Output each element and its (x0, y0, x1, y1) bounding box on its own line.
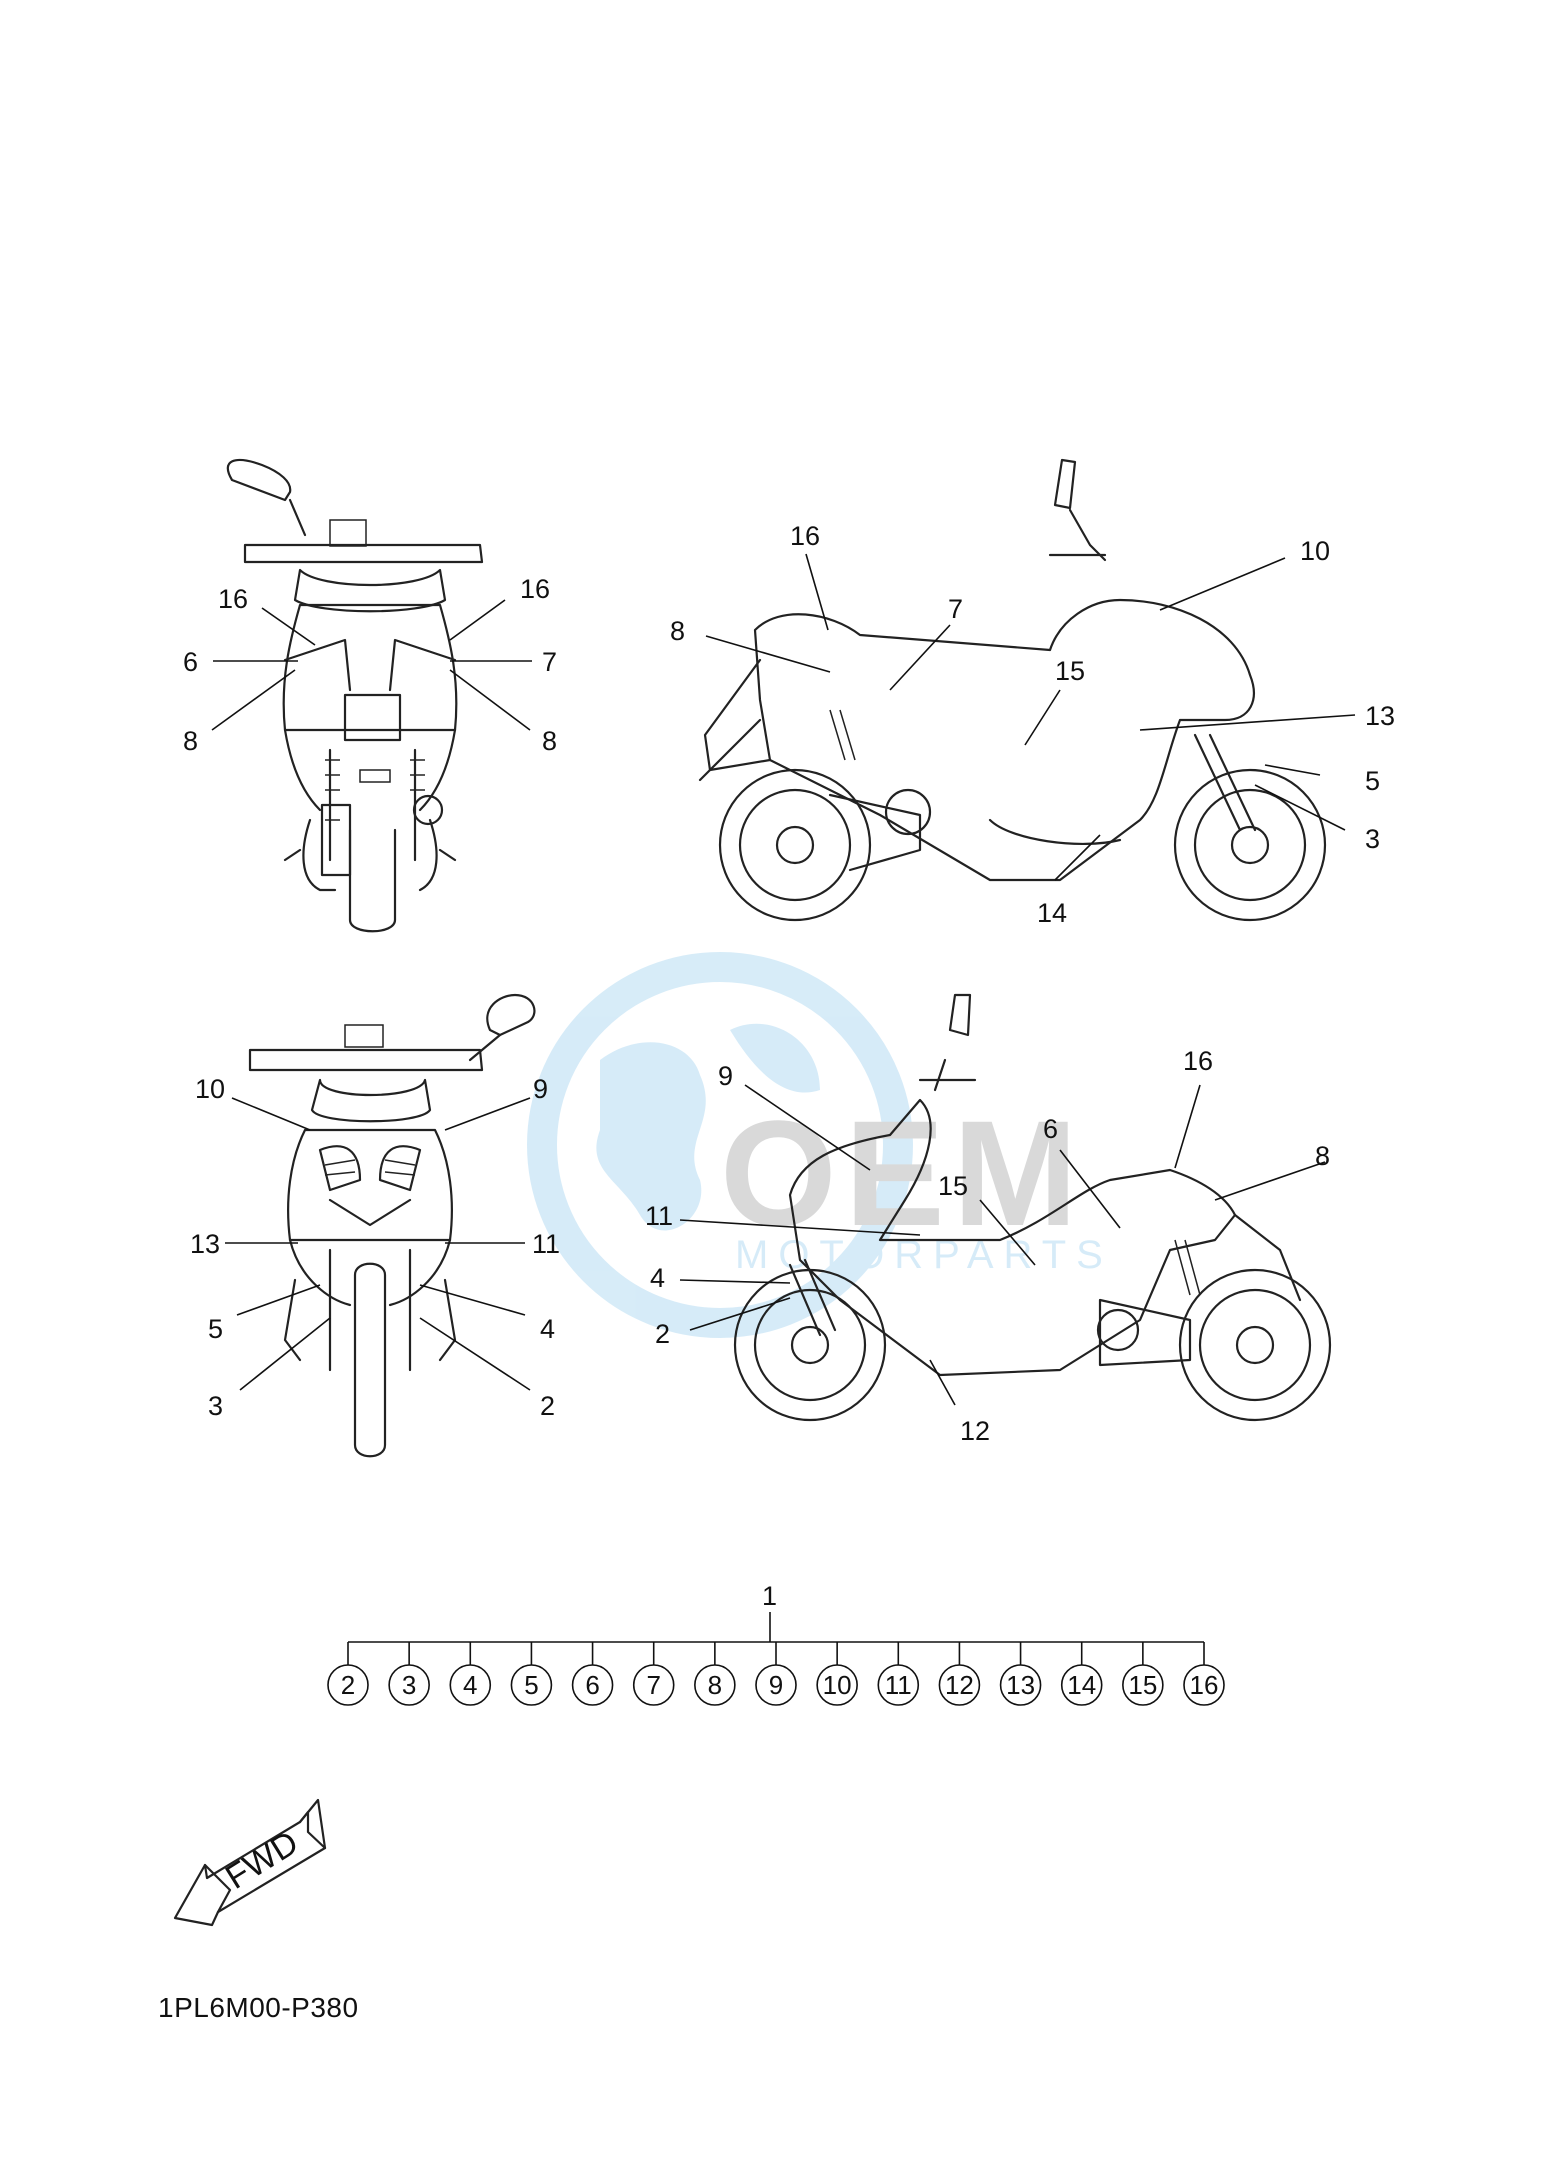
assembly-child-bubble (510, 1664, 553, 1706)
callout-label: 8 (542, 726, 557, 756)
callout-label: 11 (532, 1229, 560, 1259)
callout-label: 9 (533, 1074, 548, 1104)
watermark-oem: OEM (720, 1089, 1086, 1257)
assembly-child-bubble (877, 1664, 920, 1706)
watermark-globe (527, 952, 913, 1338)
callout-label: 15 (938, 1171, 968, 1201)
assembly-child-bubble (1060, 1664, 1103, 1706)
callout-label: 13 (1365, 701, 1395, 731)
assembly-child-bubble (694, 1664, 736, 1706)
callout-label: 2 (655, 1319, 670, 1349)
assembly-child-label: 12 (945, 1670, 974, 1700)
callout-label: 7 (542, 647, 557, 677)
callout-label: 16 (790, 521, 820, 551)
callout-label: 10 (195, 1074, 225, 1104)
front-view-scooter (248, 993, 536, 1458)
callout-label: 16 (520, 574, 550, 604)
assembly-child-label: 6 (585, 1670, 599, 1700)
callout-label: 16 (1183, 1046, 1213, 1076)
assembly-child-label: 2 (341, 1670, 355, 1700)
leader-lines (211, 553, 1356, 1406)
callout-label: 12 (960, 1416, 990, 1446)
assembly-child-label: 4 (463, 1670, 477, 1700)
callout-label: 14 (1037, 898, 1067, 928)
assembly-child-bubble (755, 1664, 797, 1706)
assembly-child-label: 5 (524, 1670, 538, 1700)
callout-label: 2 (540, 1391, 555, 1421)
callout-label: 7 (948, 594, 963, 624)
assembly-child-bubble (632, 1664, 675, 1706)
assembly-child-bubble (1183, 1664, 1225, 1706)
watermark-continents (596, 1023, 820, 1231)
assembly-child-bubble (938, 1664, 981, 1706)
assembly-child-label: 16 (1190, 1670, 1219, 1700)
callout-label: 6 (183, 647, 198, 677)
fwd-arrow: FWD (173, 1798, 327, 1927)
callout-label: 5 (208, 1314, 223, 1344)
assembly-child-label: 10 (823, 1670, 852, 1700)
callout-label: 13 (190, 1229, 220, 1259)
callout-label: 8 (1315, 1141, 1330, 1171)
callout-label: 15 (1055, 656, 1085, 686)
diagram-code: 1PL6M00-P380 (158, 1992, 359, 2023)
callout-label: 10 (1300, 536, 1330, 566)
assembly-children: 2 3 4 5 6 7 8 9 10 11 12 13 14 15 16 (327, 1642, 1225, 1706)
callout-label: 16 (218, 584, 248, 614)
callout-label: 8 (183, 726, 198, 756)
callout-label: 3 (208, 1391, 223, 1421)
assembly-child-bubble (571, 1664, 614, 1706)
callout-label: 6 (1043, 1114, 1058, 1144)
assembly-child-bubble (816, 1664, 858, 1706)
watermark: OEM MOTORPARTS (527, 952, 1103, 1338)
callout-label: 11 (645, 1201, 673, 1231)
callout-label: 4 (650, 1263, 665, 1293)
front-view-labels: 10 9 13 11 5 4 3 2 (190, 1074, 560, 1421)
side-right-labels: 16 7 8 15 10 13 5 3 14 (670, 521, 1395, 928)
rear-view-labels: 16 6 8 16 7 8 (183, 574, 557, 756)
side-left-labels: 9 11 4 2 16 6 8 15 12 (645, 1046, 1330, 1446)
assembly-child-bubble (388, 1664, 430, 1706)
rear-view-scooter (226, 458, 484, 933)
assembly-child-label: 7 (646, 1670, 660, 1700)
assembly-parent-label: 1 (762, 1581, 777, 1611)
assembly-child-label: 14 (1067, 1670, 1096, 1700)
callout-label: 4 (540, 1314, 555, 1344)
side-right-scooter (698, 458, 1327, 922)
assembly-child-label: 3 (402, 1670, 416, 1700)
callout-label: 3 (1365, 824, 1380, 854)
callout-label: 8 (670, 616, 685, 646)
assembly-child-label: 13 (1006, 1670, 1035, 1700)
callout-label: 9 (718, 1061, 733, 1091)
assembly-child-label: 9 (769, 1670, 783, 1700)
callout-label: 5 (1365, 766, 1380, 796)
assembly-child-label: 11 (885, 1670, 912, 1700)
side-left-scooter (733, 993, 1332, 1422)
assembly-child-label: 8 (708, 1670, 722, 1700)
assembly-child-bubble (449, 1664, 492, 1706)
assembly-child-bubble (1122, 1664, 1164, 1706)
assembly-child-bubble (999, 1664, 1042, 1706)
assembly-child-label: 15 (1128, 1670, 1157, 1700)
assembly-child-bubble (327, 1664, 369, 1706)
assembly-tree: 1 2 3 4 5 6 7 8 9 10 11 12 13 14 15 16 (327, 1581, 1225, 1706)
